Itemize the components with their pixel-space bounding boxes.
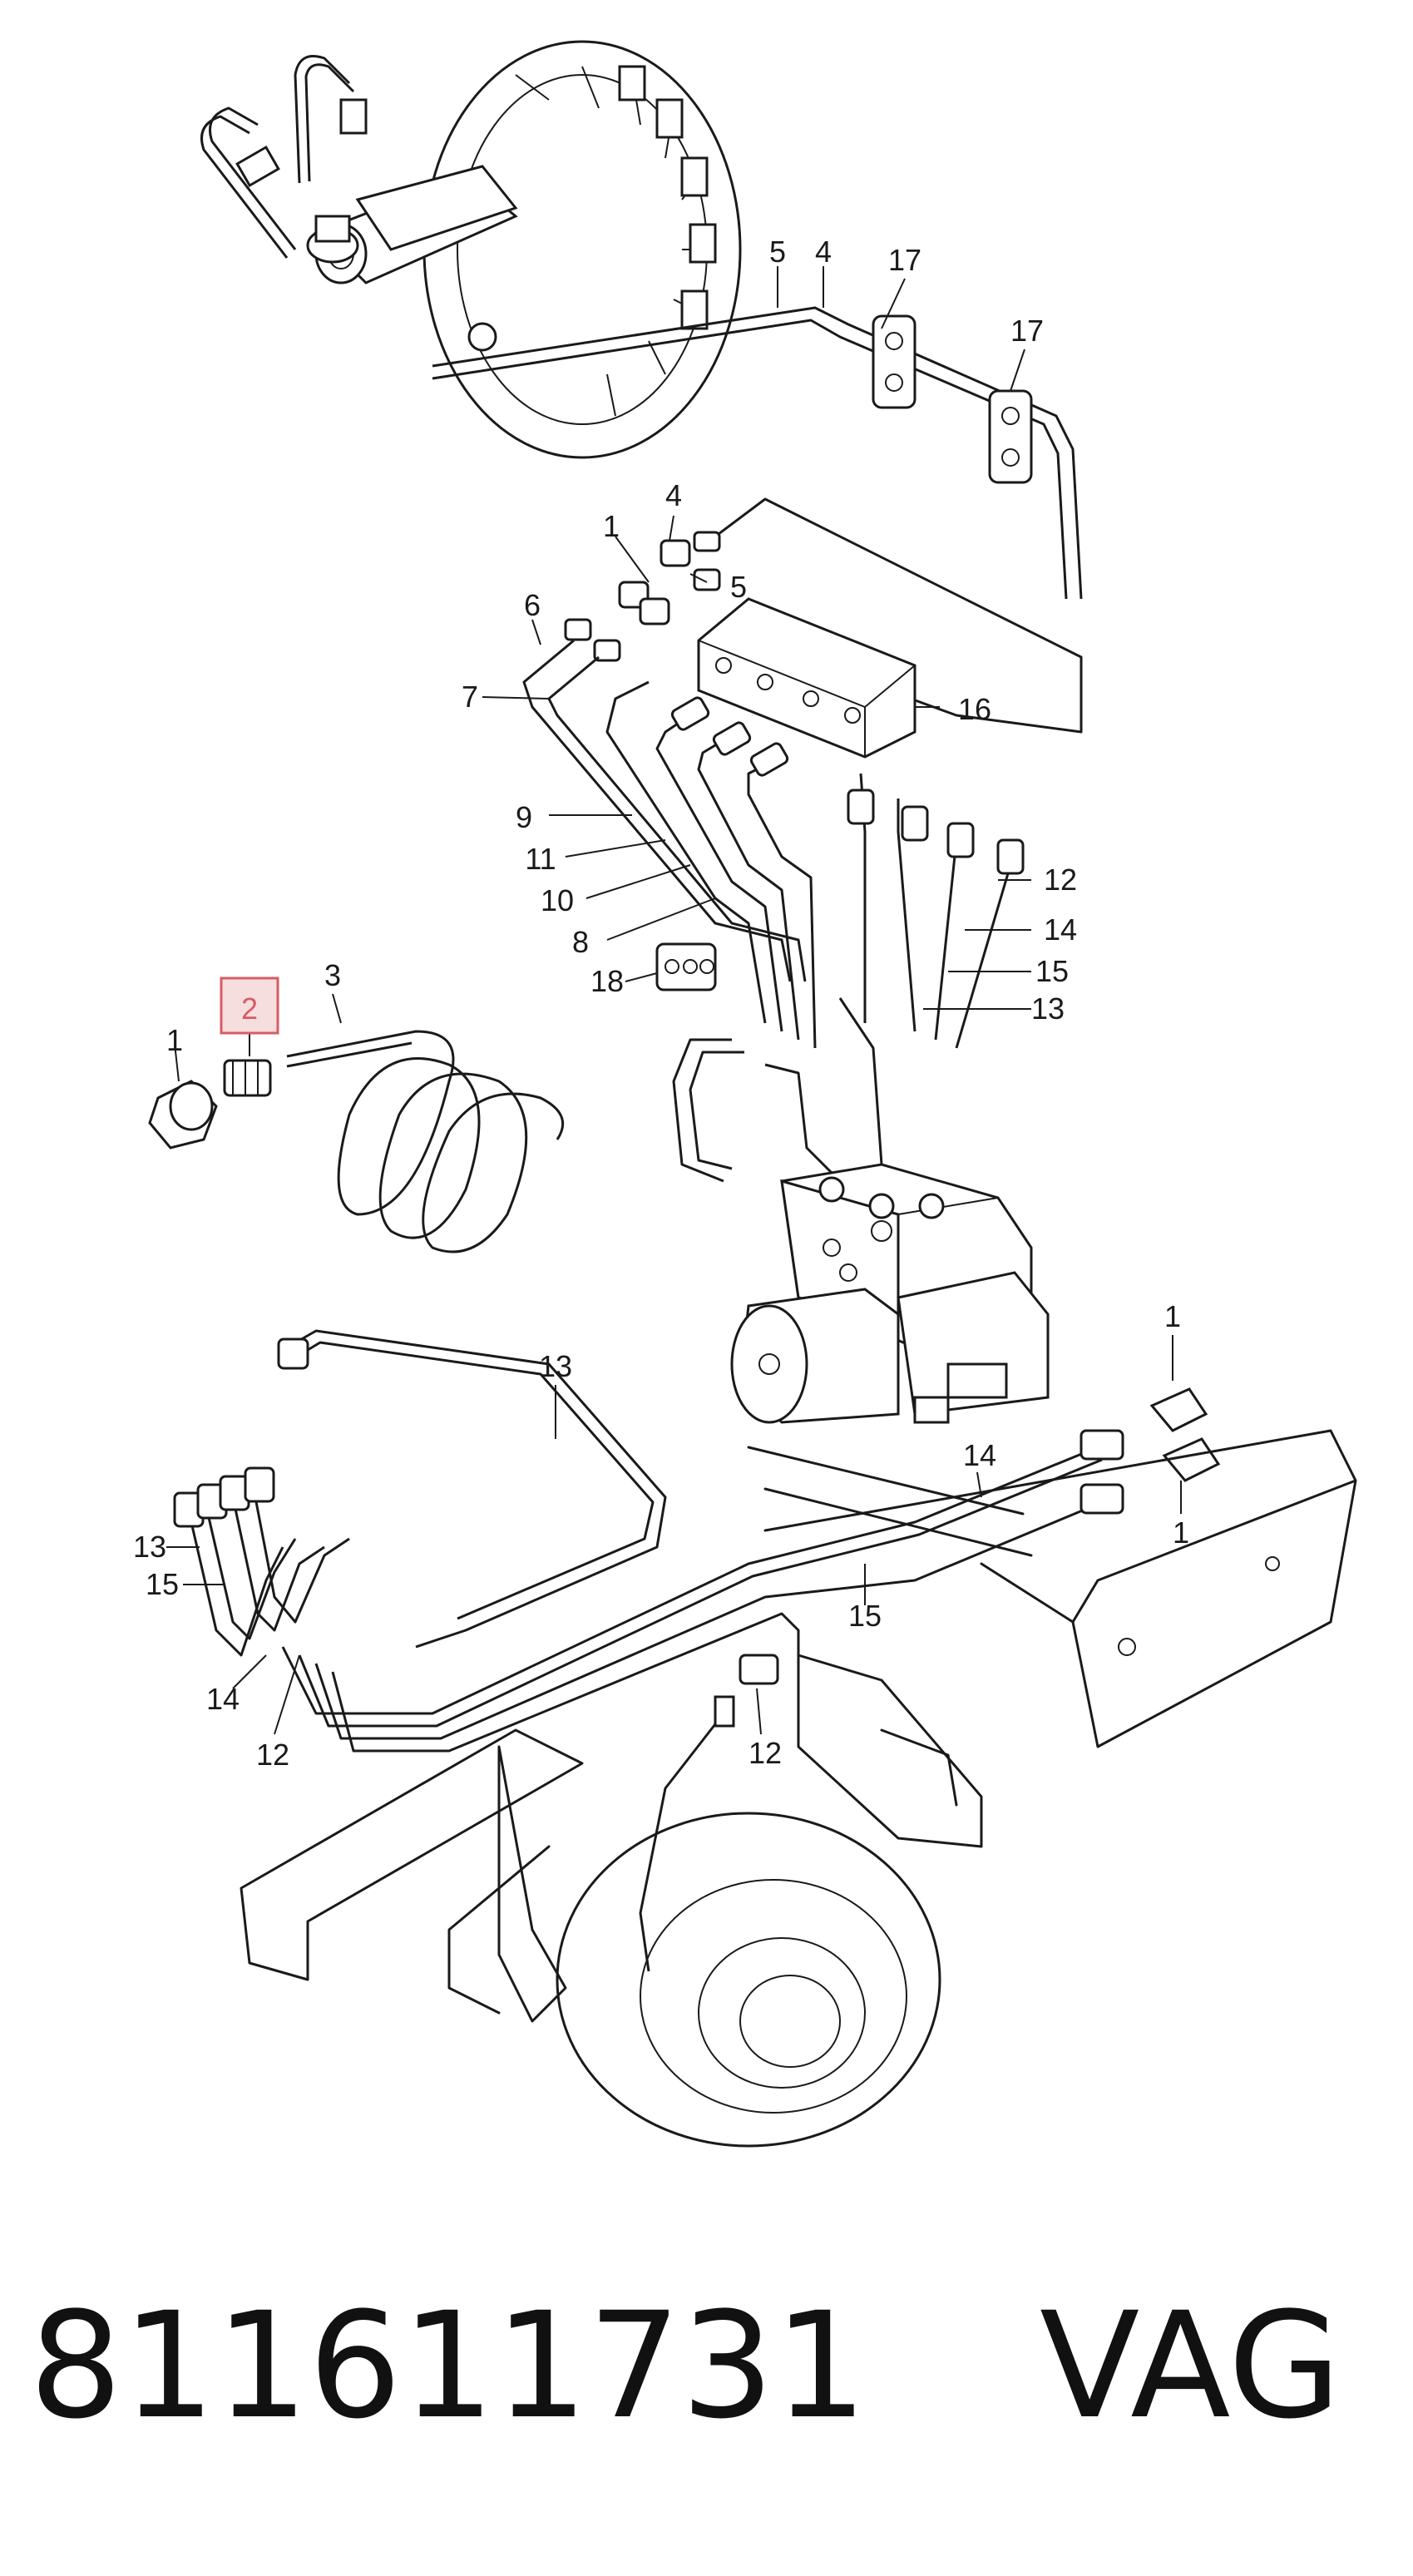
callout-15: 15 — [1035, 954, 1069, 988]
callout-15: 15 — [146, 1567, 179, 1601]
callout-13: 13 — [539, 1349, 572, 1383]
callout-7: 7 — [462, 680, 478, 714]
callout-4: 4 — [815, 235, 832, 269]
callout-10: 10 — [541, 883, 574, 917]
callout-12: 12 — [748, 1736, 782, 1770]
pipe-clip-17a — [872, 314, 916, 409]
master-cylinder — [306, 165, 518, 352]
part-number: 811611731 — [29, 2281, 867, 2451]
callout-4: 4 — [665, 478, 682, 512]
abs-hydraulic-unit — [672, 997, 1050, 1424]
callout-14: 14 — [206, 1682, 240, 1716]
brand-name: VAG — [1040, 2281, 1341, 2451]
tube-nut-2 — [223, 1059, 272, 1097]
callout-1: 1 — [166, 1023, 183, 1057]
callout-18: 18 — [590, 964, 624, 998]
brake-booster — [422, 40, 742, 459]
callout-3: 3 — [324, 958, 341, 992]
fittings-upper — [564, 531, 721, 662]
callout-13: 13 — [1031, 991, 1065, 1026]
callout-17: 17 — [888, 243, 921, 277]
highlight-box-callout-2 — [220, 977, 279, 1035]
callout-13: 13 — [133, 1530, 166, 1564]
callout-14: 14 — [1044, 912, 1077, 947]
distribution-block — [697, 597, 916, 759]
callout-15: 15 — [848, 1599, 882, 1633]
callout-11: 11 — [525, 842, 556, 876]
callout-5: 5 — [769, 235, 786, 269]
pipe-clip-18 — [655, 942, 717, 991]
coiled-brake-pipe — [286, 1030, 565, 1253]
callout-1: 1 — [1164, 1299, 1181, 1333]
pipe-clip-17b — [988, 389, 1033, 484]
callout-1: 1 — [603, 509, 620, 543]
callout-12: 12 — [1044, 863, 1077, 897]
callout-6: 6 — [524, 588, 541, 622]
callout-12: 12 — [256, 1738, 289, 1772]
callout-labels: 5 4 17 17 4 1 5 6 7 16 9 11 10 8 12 14 1… — [133, 235, 1189, 1772]
callout-17: 17 — [1010, 314, 1044, 348]
callout-8: 8 — [572, 925, 589, 959]
callout-2: 2 — [241, 991, 258, 1026]
callout-1: 1 — [1173, 1515, 1189, 1550]
callout-16: 16 — [958, 692, 991, 726]
callout-9: 9 — [516, 800, 532, 834]
union-nut-1 — [148, 1080, 218, 1150]
callout-14: 14 — [963, 1438, 996, 1472]
leader-lines — [166, 266, 1182, 1735]
chassis-lower — [173, 1329, 1357, 2148]
callout-5: 5 — [730, 570, 747, 604]
